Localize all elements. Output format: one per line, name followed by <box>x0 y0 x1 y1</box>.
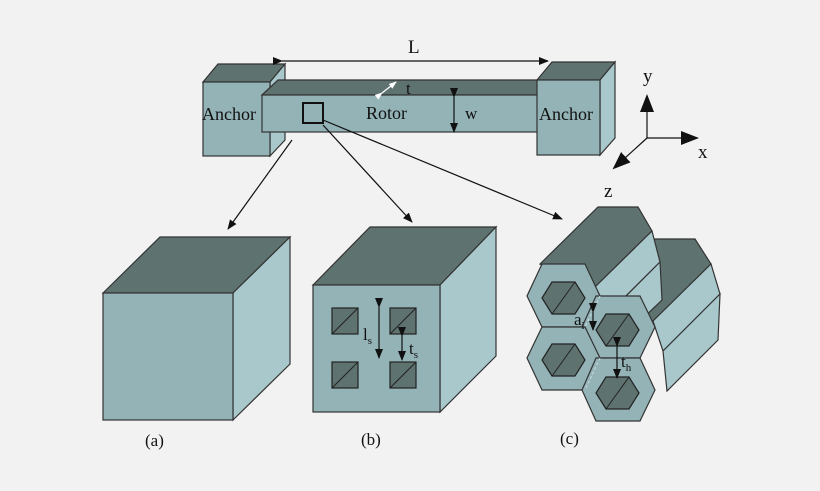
thickness-label: t <box>406 79 411 98</box>
square-hole <box>331 361 359 389</box>
panel-c-hexagonal: ai th (c) <box>526 206 721 448</box>
hex-hole <box>541 343 586 377</box>
axis-y-label: y <box>643 66 653 87</box>
hex-hole <box>541 281 586 315</box>
square-hole <box>389 307 417 335</box>
length-label: L <box>408 37 420 58</box>
thickness-dimension-arrow <box>374 81 397 100</box>
ls-label: ls <box>363 325 372 347</box>
th-label: th <box>621 352 632 374</box>
ai-label: ai <box>574 310 585 332</box>
panel-c-label: (c) <box>560 429 579 448</box>
selection-box <box>302 102 324 124</box>
anchor-right-label: Anchor <box>539 104 593 124</box>
width-label: w <box>465 104 478 123</box>
coordinate-axes: y x z <box>604 66 708 202</box>
right-anchor: Anchor <box>535 60 617 157</box>
square-hole <box>389 361 417 389</box>
square-hole <box>331 307 359 335</box>
rotor-label: Rotor <box>366 103 407 123</box>
anchor-left-label: Anchor <box>202 104 256 124</box>
axis-z-label: z <box>604 181 612 202</box>
panel-b-label: (b) <box>361 430 381 449</box>
panel-b-square-holes: ls ts (b) <box>311 225 498 449</box>
panel-a-label: (a) <box>145 431 164 450</box>
ts-label: ts <box>409 339 418 361</box>
rotor-beam: Rotor <box>260 79 564 133</box>
hex-hole <box>595 376 640 410</box>
panel-a-solid-cube: (a) <box>101 235 292 450</box>
callout-arrows <box>227 119 563 230</box>
hex-hole <box>595 313 640 347</box>
beam-assembly: Anchor Rotor Anchor L t w <box>201 37 617 158</box>
axis-x-label: x <box>698 142 708 163</box>
